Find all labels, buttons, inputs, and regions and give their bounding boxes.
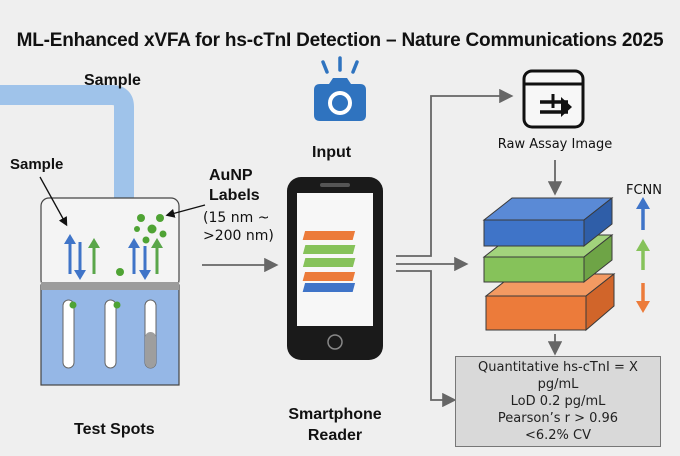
fcnn-direction-arrows (636, 197, 650, 313)
result-quantitative: Quantitative hs-cTnI = X pg/mL (478, 360, 638, 392)
results-box: Quantitative hs-cTnI = X pg/mL LoD 0.2 p… (455, 356, 661, 447)
binding-arrows (64, 234, 163, 280)
result-pearson: Pearson’s r > 0.96 (497, 411, 619, 426)
aunp-label-line2: Labels (209, 187, 260, 204)
image-icon (522, 69, 585, 129)
camera-icon (314, 56, 366, 121)
aunp-pointer (165, 204, 206, 218)
smartphone-label-line1: Smartphone (288, 406, 382, 423)
raw-assay-image-label: Raw Assay Image (497, 137, 613, 152)
test-spots-label: Test Spots (74, 421, 155, 438)
sample-pointer (39, 176, 68, 227)
aunp-label: AuNP Labels (209, 166, 260, 206)
page-title: ML-Enhanced xVFA for hs-cTnI Detection –… (16, 30, 664, 51)
test-cassette (40, 197, 180, 386)
phone-icon (287, 177, 383, 360)
aunp-particles (69, 214, 167, 309)
smartphone-label-line2: Reader (307, 427, 363, 444)
aunp-size-line1: (15 nm ~ (203, 210, 270, 226)
sample-side-label: Sample (10, 156, 64, 173)
phone-output-connectors (396, 88, 514, 408)
smartphone-reader-label: Smartphone Reader (270, 404, 400, 446)
fcnn-label: FCNN (626, 183, 663, 198)
sample-top-label: Sample (84, 72, 141, 89)
fcnn-layers (482, 196, 616, 332)
input-label: Input (312, 144, 352, 161)
aunp-label-line1: AuNP (209, 167, 253, 184)
aunp-size-label: (15 nm ~ >200 nm) (203, 209, 274, 245)
result-cv: <6.2% CV (524, 428, 592, 443)
result-lod: LoD 0.2 pg/mL (510, 394, 606, 409)
aunp-size-line2: >200 nm) (203, 228, 274, 244)
